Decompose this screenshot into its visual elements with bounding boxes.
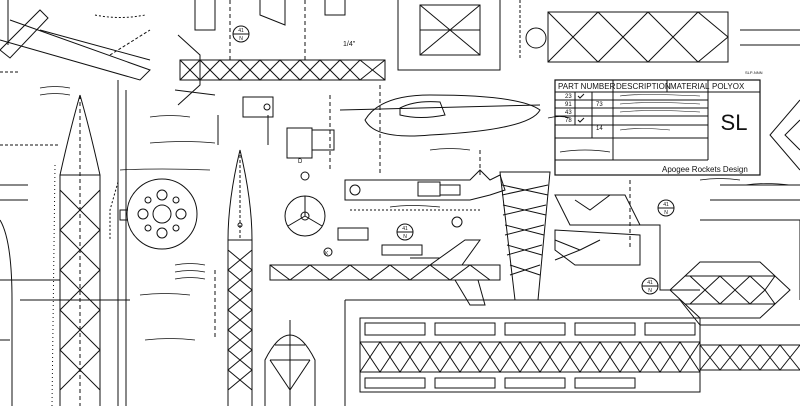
centering-ring [109,178,198,250]
strip-parts-left [0,71,130,406]
row-code-1: 73 [596,102,603,108]
nose-cone-center [227,149,253,406]
reference-code-center: 41 [402,226,408,232]
rocket-body-left [51,94,101,407]
clip-part [337,169,506,256]
reference-code-bottom: 41 [647,280,653,286]
row-code-2: 14 [596,126,603,132]
part-number-3: 43 [565,110,572,116]
header-part-number: PART NUMBER [558,82,616,91]
reference-mark-right: 41 N [657,199,675,217]
reference-letter-center: N [403,234,407,240]
tri-fin-hub [284,171,333,257]
monogram: SL [721,110,748,135]
swept-fin-right [554,194,700,291]
handwritten-notes [39,86,791,341]
fraction-mark: 1/4" [343,41,356,48]
nose-cone-bottom [264,320,316,406]
part-number-4: 78 [565,118,572,124]
header-material: MATERIAL [670,82,710,91]
company-name: Apogee Rockets Design [662,165,748,174]
part-letter-d: D [298,159,303,165]
title-block: PART NUMBER DESCRIPTION MATERIAL POLYOX … [554,70,763,176]
reference-mark-center: 41 N [396,223,414,241]
reference-letter-right: N [664,210,668,216]
corner-note: SLP-NNN [745,70,763,75]
reference-code: 41 [238,28,244,34]
wing-template [339,94,541,137]
reference-letter: N [239,36,243,42]
fin-can-top [174,0,386,106]
header-description: DESCRIPTION [616,82,671,91]
part-letter-k: K [325,251,329,257]
glider-fuselage [269,239,501,306]
part-number-1: 23 [565,94,572,100]
tapered-lattice-fin [499,171,551,301]
reference-letter-bottom: N [648,288,652,294]
header-polyox: POLYOX [712,82,745,91]
reference-mark-top: 41 N [232,25,250,43]
body-tube-bottom [344,299,800,406]
left-edge-parts [0,0,49,406]
fin-lattice-top-right [547,11,800,63]
part-number-2: 91 [565,102,572,108]
dimension-lines [214,85,631,340]
reference-code-right: 41 [663,202,669,208]
launch-lug-parts [217,96,335,159]
right-edge-parts [700,99,800,300]
reference-mark-bottom-right: 41 N [641,277,659,295]
fin-lattice-top [397,0,547,71]
swept-fin-part [0,14,151,81]
